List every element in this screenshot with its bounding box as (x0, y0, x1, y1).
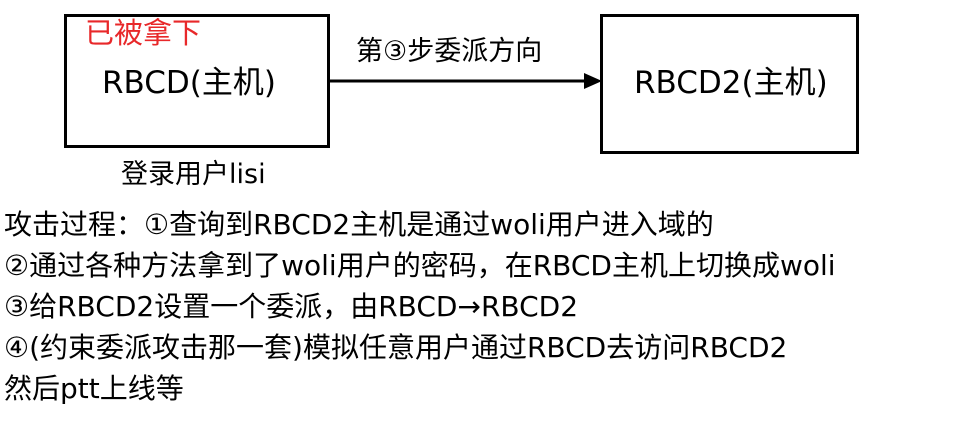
delegation-arrow-head (584, 73, 602, 89)
delegation-arrow (328, 73, 602, 89)
note-line-5: 然后ptt上线等 (4, 372, 184, 405)
rbcd2-host-box (600, 14, 859, 154)
note-line-2: ②通过各种方法拿到了woli用户的密码，在RBCD主机上切换成woli (4, 249, 836, 282)
rbcd-host-box (64, 14, 330, 148)
rbcd2-host-label: RBCD2(主机) (634, 65, 828, 101)
rbcd-host-label: RBCD(主机) (102, 65, 276, 101)
compromised-status-label: 已被拿下 (84, 16, 201, 50)
logged-in-user-label: 登录用户lisi (121, 159, 266, 190)
note-line-1: 攻击过程：①查询到RBCD2主机是通过woli用户进入域的 (4, 208, 714, 241)
delegation-direction-label: 第③步委派方向 (356, 36, 543, 67)
note-line-4: ④(约束委派攻击那一套)模拟任意用户通过RBCD去访问RBCD2 (4, 331, 788, 364)
attack-process-notes: 攻击过程：①查询到RBCD2主机是通过woli用户进入域的 ②通过各种方法拿到了… (4, 204, 959, 409)
note-line-3: ③给RBCD2设置一个委派，由RBCD→RBCD2 (4, 290, 579, 323)
